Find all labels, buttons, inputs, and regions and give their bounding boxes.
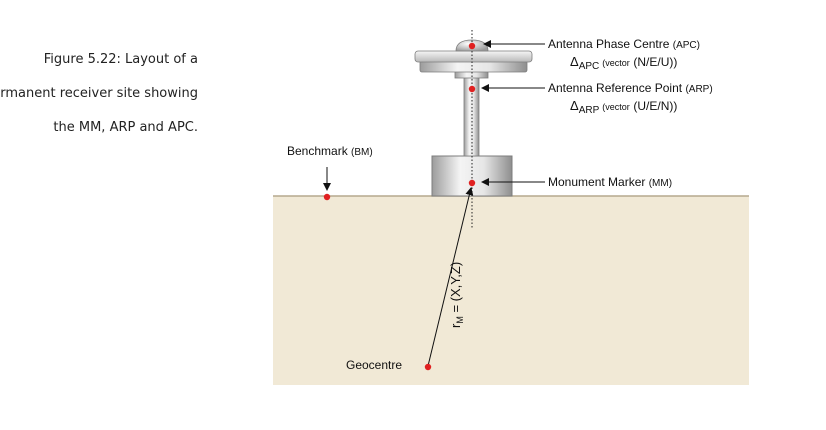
ground <box>273 196 749 385</box>
arp-delta-label: ΔARP(vector (U/E/N)) <box>570 98 677 116</box>
arp-label: Antenna Reference Point (ARP) <box>548 81 713 95</box>
apc-point <box>468 42 476 50</box>
monument-block <box>431 155 513 197</box>
geocentre-point <box>424 363 432 371</box>
caption-line-1: Figure 5.22: Layout of a <box>43 52 198 67</box>
apc-label: Antenna Phase Centre (APC) <box>548 37 700 51</box>
apc-delta-label: ΔAPC(vector (N/E/U)) <box>570 54 677 72</box>
antenna <box>414 39 533 79</box>
position-vector-label: rM = (X,Y,Z) <box>448 262 465 328</box>
caption-line-2: ermanent receiver site showing <box>0 86 198 101</box>
mm-point <box>468 179 476 187</box>
benchmark-label: Benchmark (BM) <box>287 144 373 158</box>
benchmark-point <box>323 193 331 201</box>
geocentre-label: Geocentre <box>346 358 402 372</box>
caption-line-3: the MM, ARP and APC. <box>53 120 198 135</box>
mm-label: Monument Marker (MM) <box>548 175 672 189</box>
figure-caption: Figure 5.22: Layout of a ermanent receiv… <box>0 34 198 153</box>
position-vector-rm <box>427 187 474 367</box>
arp-point <box>468 85 476 93</box>
